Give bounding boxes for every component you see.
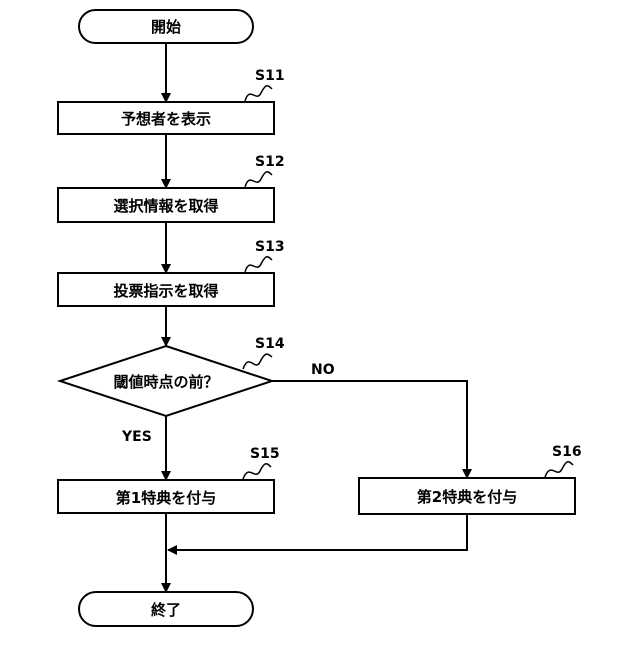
end-label: 終了 xyxy=(151,601,181,619)
s16-step-label: S16 xyxy=(552,444,582,460)
arrow-s16-merge xyxy=(168,514,467,550)
end-terminal: 終了 xyxy=(79,592,253,626)
step-s15: 第1特典を付与 S15 xyxy=(58,446,280,513)
step-s12: 選択情報を取得 S12 xyxy=(58,154,285,222)
s13-label: 投票指示を取得 xyxy=(113,282,218,300)
s12-step-label: S12 xyxy=(255,154,285,170)
arrow-s14-no-to-s16 xyxy=(272,381,467,478)
s16-label: 第2特典を付与 xyxy=(417,488,517,506)
step-s11: 予想者を表示 S11 xyxy=(58,68,285,134)
s11-step-label: S11 xyxy=(255,68,285,84)
start-label: 開始 xyxy=(151,18,181,36)
s15-step-label: S15 xyxy=(250,446,280,462)
s13-leader-squiggle xyxy=(245,257,272,272)
step-s13: 投票指示を取得 S13 xyxy=(58,239,285,306)
decision-s14: 閾値時点の前？ S14 NO YES xyxy=(60,336,335,445)
branch-yes-label: YES xyxy=(121,429,152,445)
s16-leader-squiggle xyxy=(545,462,573,477)
start-terminal: 開始 xyxy=(79,10,253,43)
s12-leader-squiggle xyxy=(245,172,272,187)
branch-no-label: NO xyxy=(311,362,335,378)
s11-leader-squiggle xyxy=(245,86,272,101)
s14-leader-squiggle xyxy=(243,354,272,369)
s11-label: 予想者を表示 xyxy=(121,110,211,128)
s14-step-label: S14 xyxy=(255,336,285,352)
s14-label: 閾値時点の前？ xyxy=(113,373,218,391)
s15-leader-squiggle xyxy=(243,464,271,479)
step-s16: 第2特典を付与 S16 xyxy=(359,444,582,514)
s15-label: 第1特典を付与 xyxy=(116,489,216,507)
s13-step-label: S13 xyxy=(255,239,285,255)
s12-label: 選択情報を取得 xyxy=(113,197,218,215)
